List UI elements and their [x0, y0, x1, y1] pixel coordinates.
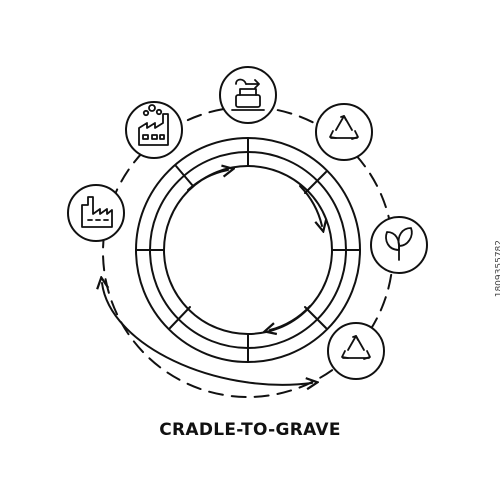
ring-dividers	[135, 137, 361, 363]
inner-arrow-bottom	[270, 305, 311, 330]
recycle-icon	[341, 335, 371, 360]
stage-circle-recycle-bottom	[327, 322, 385, 380]
factory-smoke-icon	[138, 104, 169, 146]
cradle-to-grave-arrow	[102, 283, 312, 385]
inner-arrow-top	[187, 170, 228, 191]
stock-id: 1809355782	[494, 240, 500, 298]
factory-icon	[81, 196, 113, 228]
conveyor-icon	[231, 78, 265, 111]
recycle-icon	[329, 115, 359, 140]
diagram-caption: CRADLE-TO-GRAVE	[159, 420, 341, 440]
leaf-icon	[385, 227, 413, 261]
stage-circle-factory	[67, 184, 125, 242]
stage-circle-recycle-top	[315, 103, 373, 161]
inner-arrow-right	[299, 185, 322, 226]
